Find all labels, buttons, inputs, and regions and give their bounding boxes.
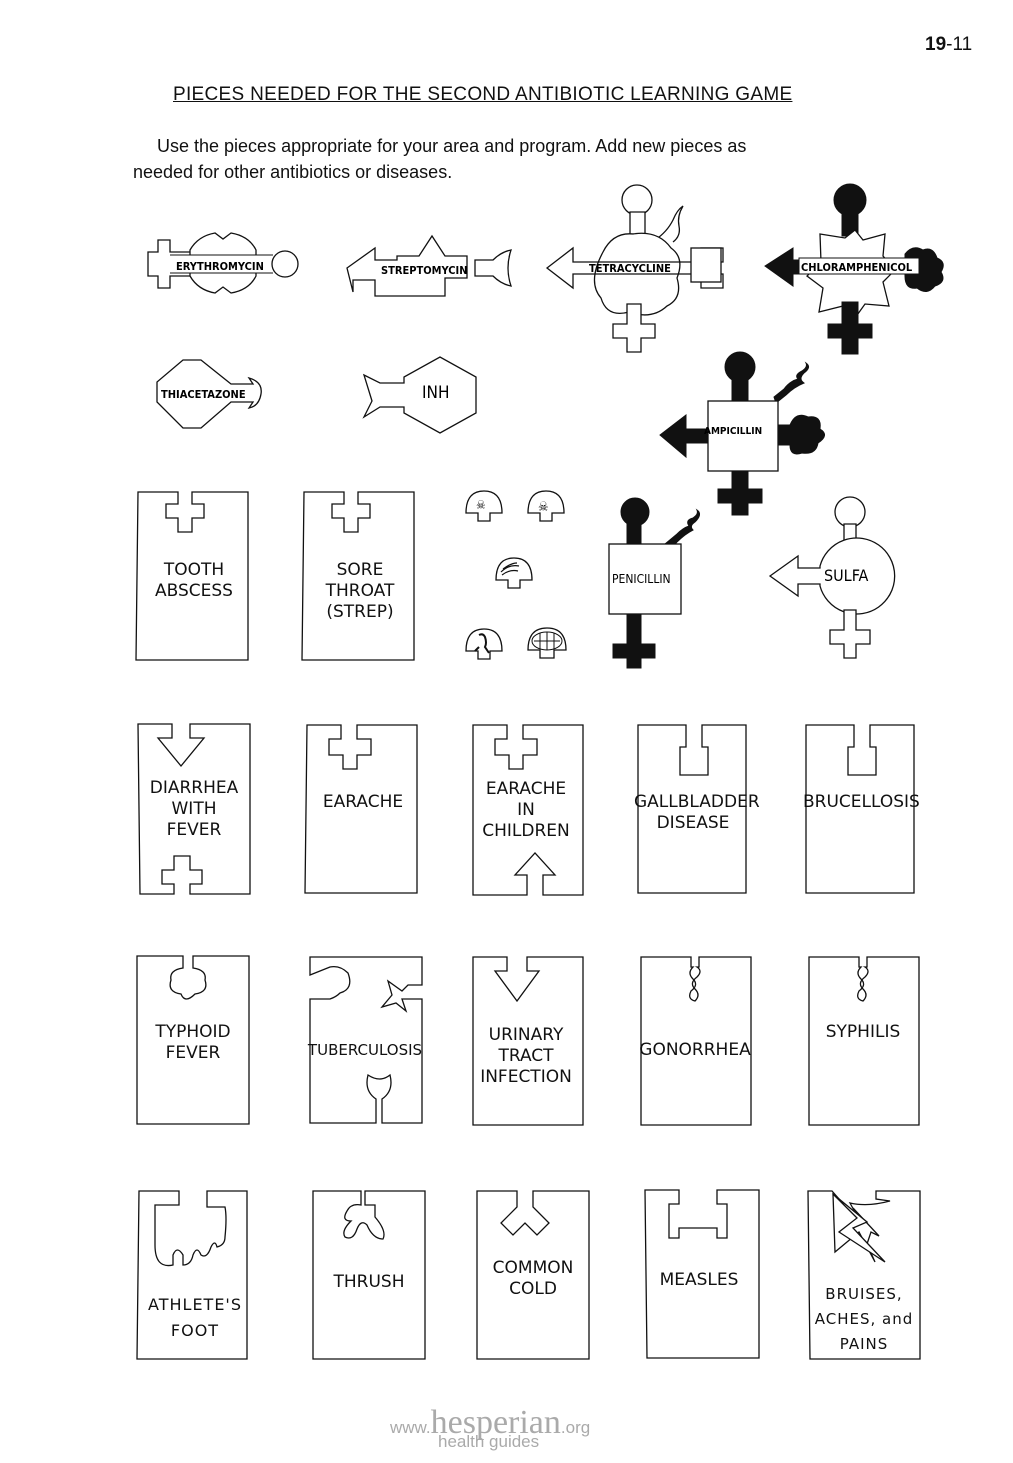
disease-card-tuberculosis[interactable] — [309, 956, 423, 1128]
disease-label: EARACHE — [322, 792, 404, 812]
antibiotic-piece-sulfa[interactable]: SULFA — [768, 490, 898, 665]
page-title: PIECES NEEDED FOR THE SECOND ANTIBIOTIC … — [173, 84, 793, 105]
antibiotic-piece-inh[interactable]: INH — [362, 355, 482, 434]
antibiotic-label: TETRACYCLINE — [589, 262, 671, 275]
antibiotic-label: INH — [422, 383, 449, 403]
disease-label: THRUSH — [333, 1272, 405, 1292]
skull-crossbones-icon: ☠ — [538, 500, 549, 515]
antibiotic-label: CHLORAMPHENICOL — [801, 261, 913, 274]
antibiotic-piece-thiacetazone[interactable]: THIACETAZONE — [155, 358, 275, 433]
page-number: 19-11 — [925, 34, 973, 55]
antibiotic-label: ERYTHROMYCIN — [176, 260, 264, 273]
disease-card-tooth-abscess[interactable] — [135, 491, 251, 661]
risk-token[interactable] — [493, 556, 533, 592]
antibiotic-label: PENICILLIN — [612, 572, 671, 586]
intro-line-1: Use the pieces appropriate for your area… — [157, 136, 747, 156]
antibiotic-label: AMPICILLIN — [704, 426, 762, 437]
disease-card-athletes-foot[interactable] — [136, 1190, 252, 1362]
antibiotic-piece-penicillin[interactable]: PENICILLIN — [605, 492, 715, 669]
disease-card-measles[interactable] — [644, 1189, 760, 1361]
antibiotic-label: SULFA — [824, 566, 869, 585]
hesperian-footer-logo[interactable]: www.hesperian.org health guides — [390, 1404, 591, 1451]
disease-card-uti[interactable] — [472, 956, 586, 1128]
antibiotic-piece-tetracycline[interactable]: TETRACYCLINE — [545, 182, 725, 357]
risk-token[interactable] — [463, 627, 503, 663]
antibiotic-piece-erythromycin[interactable]: ERYTHROMYCIN — [140, 230, 300, 310]
risk-token[interactable] — [525, 626, 567, 662]
antibiotic-piece-ampicillin[interactable]: AMPICILLIN — [658, 345, 833, 516]
disease-card-typhoid[interactable] — [136, 955, 250, 1127]
rash-hand-icon — [500, 562, 520, 576]
disease-card-gallbladder[interactable] — [637, 724, 751, 896]
antibiotic-piece-chloramphenicol[interactable]: CHLORAMPHENICOL — [764, 182, 950, 357]
disease-label: SYPHILIS — [825, 1022, 901, 1042]
disease-card-diarrhea[interactable] — [137, 723, 251, 895]
antibiotic-piece-streptomycin[interactable]: STREPTOMYCIN — [345, 234, 515, 304]
antibiotic-label: STREPTOMYCIN — [381, 264, 468, 277]
disease-card-bruises[interactable] — [807, 1190, 923, 1364]
disease-card-thrush[interactable] — [312, 1190, 426, 1362]
disease-label: TUBERCULOSIS — [307, 1041, 423, 1059]
disease-card-earache-children[interactable] — [472, 724, 584, 896]
disease-label: BRUCELLOSIS — [803, 792, 920, 812]
risk-token[interactable]: ☠ — [463, 489, 503, 525]
sick-person-icon — [474, 633, 490, 654]
disease-card-syphilis[interactable] — [808, 956, 922, 1128]
disease-label: MEASLES — [659, 1270, 739, 1290]
disease-card-common-cold[interactable] — [476, 1190, 590, 1362]
risk-token[interactable]: ☠ — [525, 489, 565, 525]
antibiotic-label: THIACETAZONE — [161, 388, 246, 401]
disease-card-sore-throat[interactable] — [301, 491, 417, 661]
intro-line-2: needed for other antibiotics or diseases… — [133, 162, 453, 182]
disease-card-brucellosis[interactable] — [805, 724, 919, 896]
skull-crossbones-icon: ☠ — [476, 498, 486, 512]
teeth-icon — [531, 631, 563, 651]
disease-card-gonorrhea[interactable] — [640, 956, 754, 1128]
intro-paragraph: Use the pieces appropriate for your area… — [133, 133, 893, 185]
disease-card-earache[interactable] — [304, 724, 420, 896]
disease-label: GONORRHEA — [639, 1040, 751, 1060]
